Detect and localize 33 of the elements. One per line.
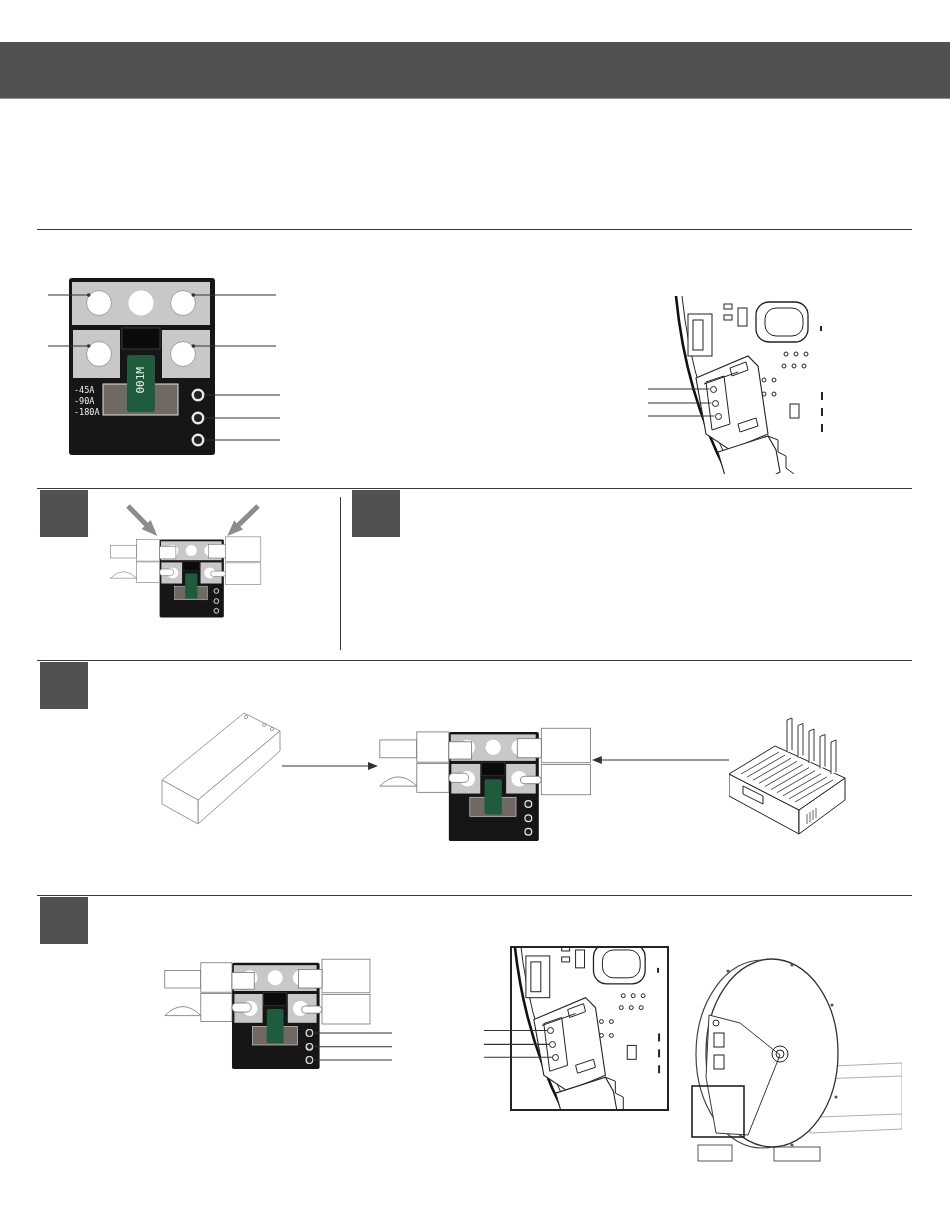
- leader-line: [312, 1032, 393, 1034]
- pin-hole: [305, 1056, 313, 1064]
- leader-line: [191, 293, 277, 297]
- leader-line: [47, 293, 91, 297]
- silkscreen-text: -90A: [74, 396, 95, 406]
- leader-line: [203, 417, 281, 419]
- leader-line: [647, 415, 716, 417]
- silkscreen-text: 001M: [134, 367, 147, 394]
- arrow: [281, 762, 378, 770]
- leader-line: [647, 388, 711, 390]
- leader-line: [312, 1059, 393, 1061]
- leader-line: [483, 1056, 553, 1058]
- arrow: [227, 504, 260, 536]
- connector-pin: [709, 385, 717, 393]
- pin-hole: [305, 1029, 313, 1037]
- leader-line: [203, 439, 281, 441]
- leader-line: [647, 402, 713, 404]
- arrow: [126, 504, 158, 536]
- leader-line: [483, 1029, 548, 1031]
- connector-pin: [549, 1040, 557, 1048]
- leader-line: [203, 394, 281, 396]
- pin-hole: [305, 1043, 313, 1051]
- connector-pin: [711, 399, 719, 407]
- leader-line: [47, 344, 91, 348]
- leader-line: [312, 1046, 393, 1048]
- leader-line: [483, 1043, 550, 1045]
- connector-pin: [714, 412, 722, 420]
- silkscreen-text: -180A: [74, 407, 100, 417]
- arrow: [591, 756, 730, 764]
- silkscreen-text: -45A: [74, 385, 95, 395]
- leader-line: [191, 344, 277, 348]
- connector-pin: [547, 1027, 555, 1034]
- connector-pin: [552, 1053, 560, 1061]
